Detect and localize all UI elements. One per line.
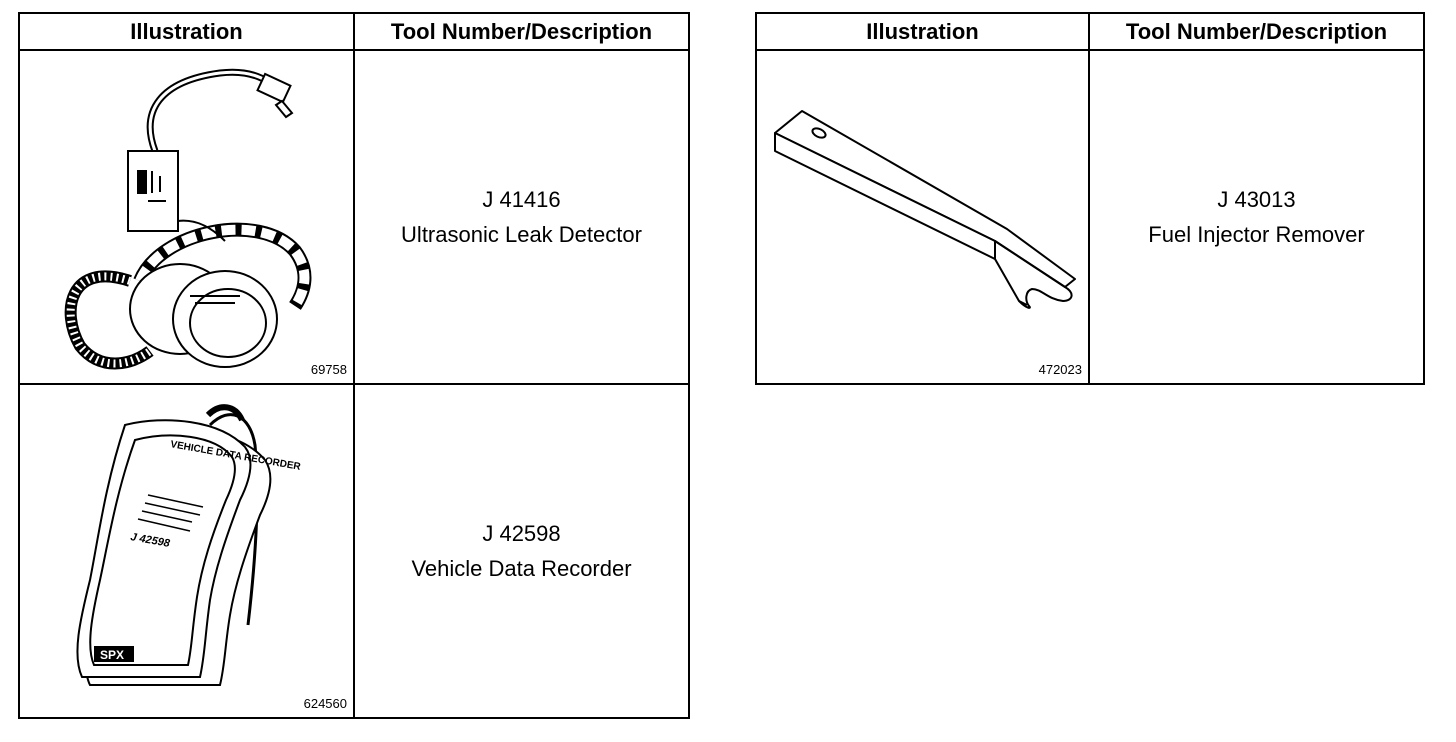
figure-number: 472023	[1038, 362, 1082, 377]
tool-description: Ultrasonic Leak Detector	[401, 222, 642, 247]
tool-description-cell: J 42598 Vehicle Data Recorder	[353, 383, 690, 719]
data-recorder-illustration: VEHICLE DATA RECORDER J 42598 SPX	[76, 404, 302, 686]
tool-description-cell: J 43013 Fuel Injector Remover	[1088, 49, 1425, 385]
tools-table-right: Illustration Tool Number/Description 472…	[755, 12, 1425, 385]
leak-detector-illustration	[64, 68, 312, 370]
illustration-cell: VEHICLE DATA RECORDER J 42598 SPX 624560	[18, 383, 355, 719]
table-row: 69758 J 41416 Ultrasonic Leak Detector	[18, 49, 690, 385]
figure-number: 69758	[310, 362, 347, 377]
header-tool-description: Tool Number/Description	[1088, 12, 1425, 51]
tool-number: J 41416	[482, 187, 561, 212]
tool-number: J 42598	[482, 521, 561, 546]
tool-number: J 43013	[1217, 187, 1296, 212]
figure-number: 624560	[303, 696, 347, 711]
header-illustration: Illustration	[755, 12, 1090, 51]
injector-remover-illustration	[774, 110, 1076, 309]
tool-description: Fuel Injector Remover	[1148, 222, 1365, 247]
header-tool-description: Tool Number/Description	[353, 12, 690, 51]
tool-description-cell: J 41416 Ultrasonic Leak Detector	[353, 49, 690, 385]
table-row: VEHICLE DATA RECORDER J 42598 SPX 624560…	[18, 383, 690, 719]
table-row: 472023 J 43013 Fuel Injector Remover	[755, 49, 1425, 385]
tools-table-left: Illustration Tool Number/Description	[18, 12, 690, 719]
recorder-brand-art: SPX	[100, 648, 124, 662]
illustration-cell: 69758	[18, 49, 355, 385]
illustration-cell: 472023	[755, 49, 1090, 385]
header-illustration: Illustration	[18, 12, 355, 51]
tool-description: Vehicle Data Recorder	[411, 556, 632, 581]
